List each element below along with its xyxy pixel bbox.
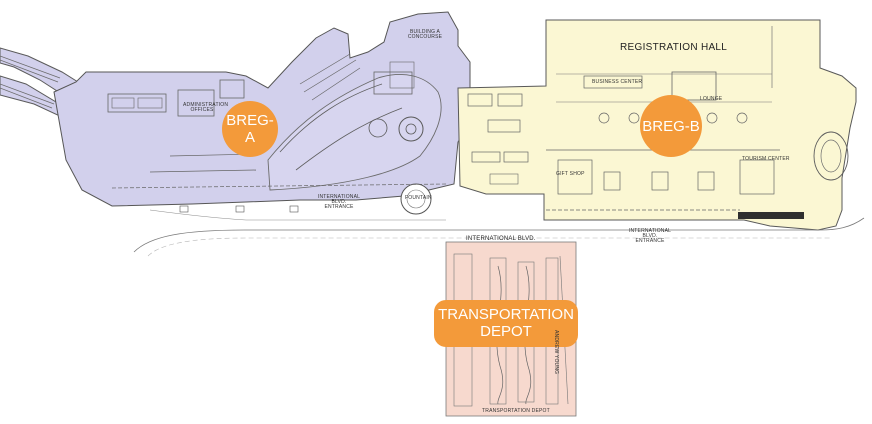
- roadway-vertical-label: ANDREW YOUNG: [553, 330, 559, 375]
- left-wing-walkway: [0, 47, 79, 120]
- transportation-depot-badge-line1: TRANSPORTATION: [438, 306, 574, 324]
- tourism-center-label: TOURISM CENTER: [742, 156, 790, 162]
- left-entrance-label: INTERNATIONAL BLVD. ENTRANCE: [317, 194, 361, 210]
- transportation-depot-badge-line2: DEPOT: [480, 322, 532, 340]
- registration-hall-label: REGISTRATION HALL: [620, 42, 728, 53]
- fountain-label: FOUNTAIN: [405, 195, 432, 201]
- right-entrance-label: INTERNATIONAL BLVD. ENTRANCE: [628, 228, 672, 244]
- transportation-depot-badge: TRANSPORTATION DEPOT: [434, 300, 578, 347]
- transportation-depot-small-label: TRANSPORTATION DEPOT: [482, 408, 550, 414]
- walkway-to-concourse-label: BUILDING A CONCOURSE: [407, 29, 443, 40]
- gift-shop-label: GIFT SHOP: [556, 171, 585, 177]
- lounge-label: LOUNGE: [700, 96, 723, 102]
- breg-a-badge: BREG-A: [222, 101, 278, 157]
- international-blvd-label: INTERNATIONAL BLVD.: [466, 236, 536, 242]
- administration-offices-label: ADMINISTRATION OFFICES: [183, 102, 229, 113]
- roadway: [133, 205, 865, 257]
- breg-b-badge: BREG-B: [640, 95, 702, 157]
- business-center-label: BUSINESS CENTER: [592, 79, 643, 85]
